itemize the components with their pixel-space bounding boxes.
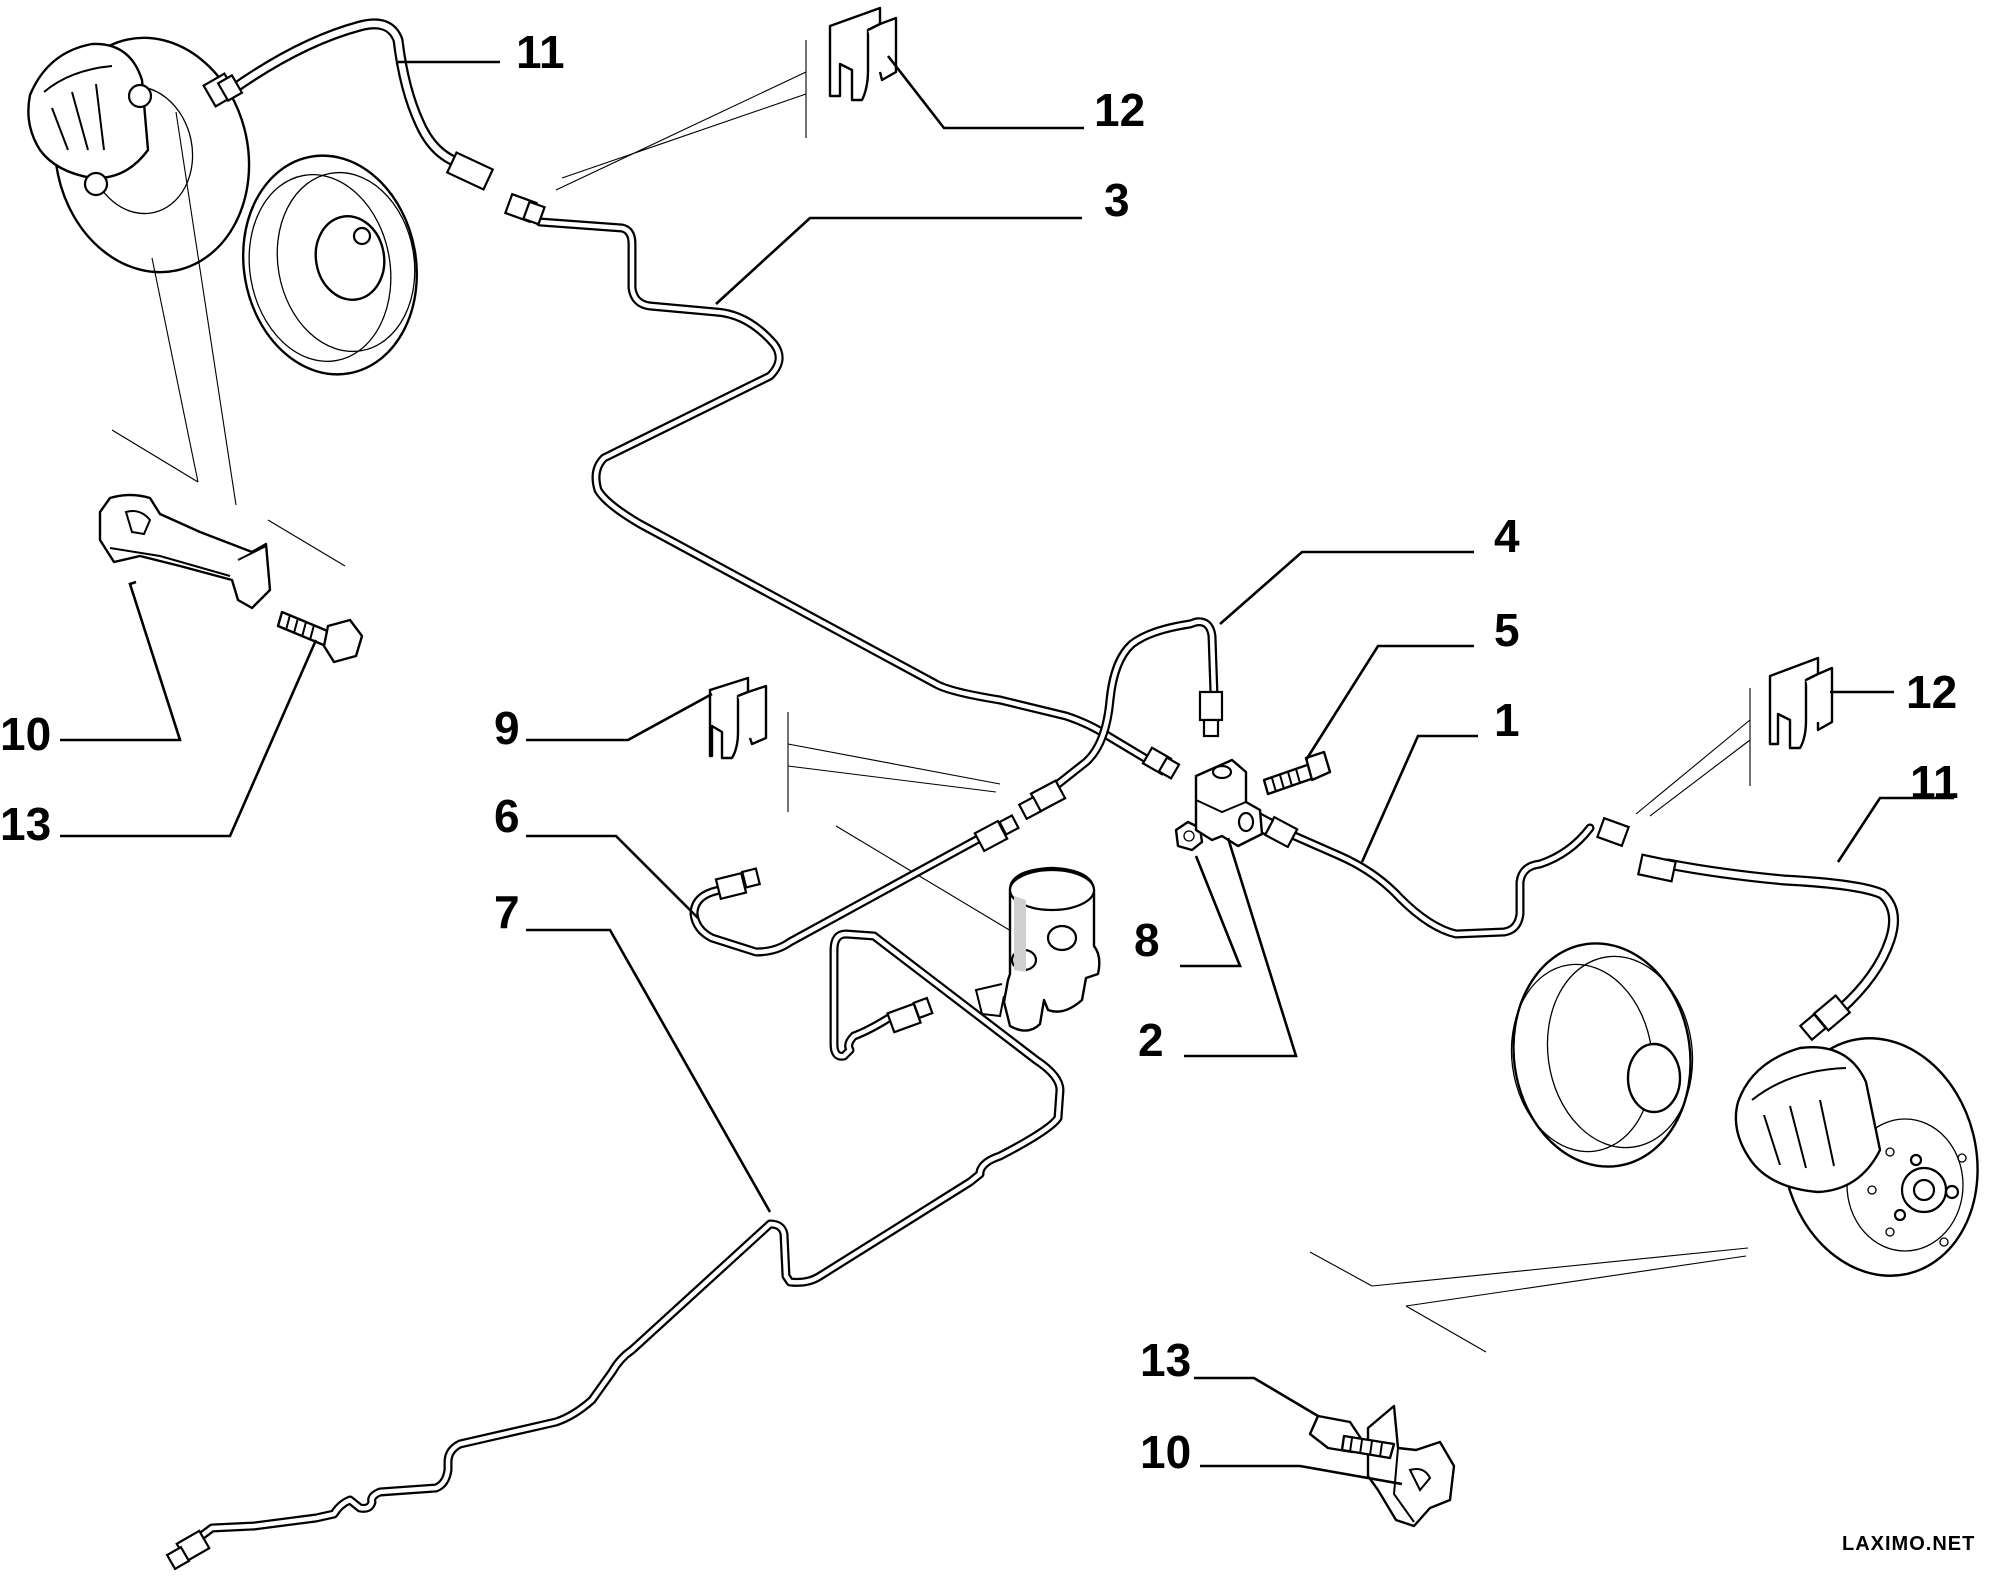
callout-13-left: 13 xyxy=(0,798,51,850)
callout-5: 5 xyxy=(1494,604,1520,656)
brake-pipe-1 xyxy=(1285,823,1595,939)
bolt-13-bottom xyxy=(1308,1414,1396,1460)
callout-12-right: 12 xyxy=(1906,666,1957,718)
left-brake-caliper xyxy=(27,42,150,180)
callout-7: 7 xyxy=(494,886,520,938)
callout-11-top: 11 xyxy=(516,26,565,78)
callout-13-bottom: 13 xyxy=(1140,1334,1191,1386)
three-way-union-2 xyxy=(1194,758,1264,848)
bracket-10-left xyxy=(98,493,272,610)
callout-11-right: 11 xyxy=(1910,756,1959,808)
callout-10-left: 10 xyxy=(0,708,51,760)
pipe-clip-12-right xyxy=(1635,656,1834,817)
callout-6: 6 xyxy=(494,790,520,842)
callout-10-bottom: 10 xyxy=(1140,1426,1191,1478)
watermark-text: LAXIMO.NET xyxy=(1842,1533,1975,1555)
callout-12-top: 12 xyxy=(1094,84,1145,136)
leader-lines xyxy=(60,55,1954,1486)
right-brake-caliper xyxy=(1734,1046,1882,1194)
bolt-13-left xyxy=(276,610,364,664)
callout-9: 9 xyxy=(494,702,520,754)
pipe-clip-9 xyxy=(708,676,1017,935)
left-brake-disc-assembly xyxy=(27,36,419,567)
brake-pipe-7 xyxy=(191,929,1065,1545)
right-brake-disc-assembly xyxy=(1309,942,1979,1353)
bracket-10-bottom xyxy=(1366,1404,1456,1528)
callout-2: 2 xyxy=(1138,1014,1164,1066)
callout-8: 8 xyxy=(1134,914,1160,966)
brake-pipe-3 xyxy=(535,217,1153,765)
callout-3: 3 xyxy=(1104,174,1130,226)
bolt-5 xyxy=(1262,750,1332,796)
brake-master-cylinder xyxy=(974,866,1101,1032)
pipe-clip-12-top xyxy=(555,6,898,191)
callout-4: 4 xyxy=(1494,510,1520,562)
pipe-fittings xyxy=(165,72,1852,1571)
callout-1: 1 xyxy=(1494,694,1520,746)
callout-labels: 11 12 3 4 5 1 12 11 9 10 13 6 7 8 2 13 1… xyxy=(0,26,1959,1478)
